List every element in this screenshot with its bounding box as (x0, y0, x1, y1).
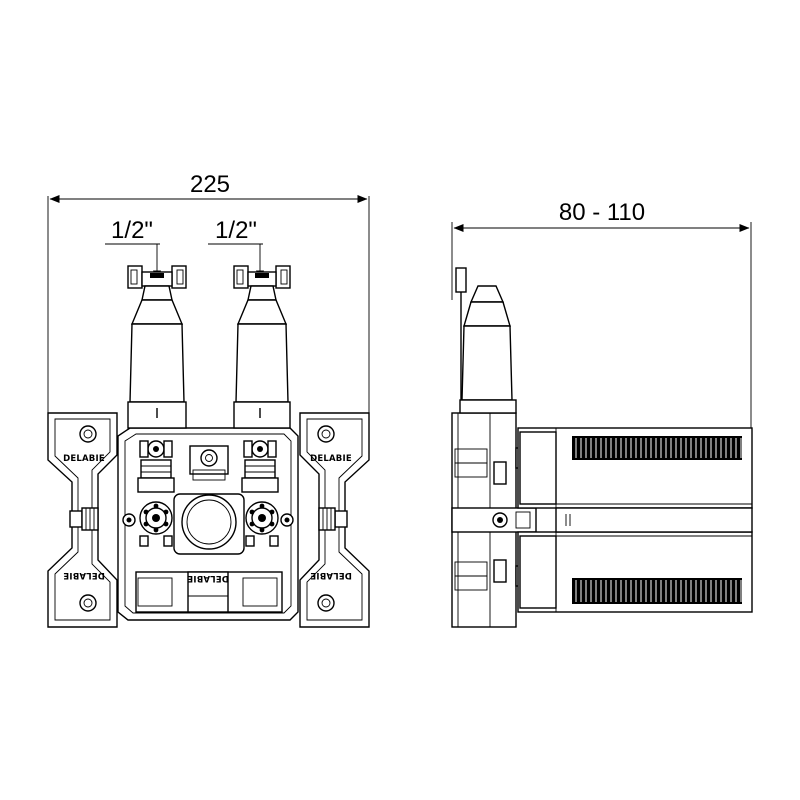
right-stop-valve (245, 501, 294, 547)
width-dimension: 225 (47, 171, 370, 416)
inlet-left-callout: 1/2" (105, 217, 161, 281)
left-stop-valve (122, 501, 173, 547)
inlet-left-label: 1/2" (111, 217, 153, 244)
sleeve-joint (555, 507, 753, 533)
brand-label-bottom-right: DELABIE (310, 570, 352, 580)
brand-label-top-right: DELABIE (310, 454, 352, 464)
mixing-chamber (173, 493, 245, 555)
brand-label-center: DELABIE (187, 573, 229, 583)
width-label: 225 (190, 171, 230, 198)
front-view: 225 1/2" 1/2" DELABIE DELABIE (47, 171, 370, 628)
depth-label: 80 - 110 (559, 199, 645, 226)
inlet-couplings (137, 440, 279, 493)
side-cartridge (455, 267, 517, 414)
depth-dimension: 80 - 110 (451, 199, 752, 430)
side-pipe (451, 507, 537, 533)
extension-sleeve-top (517, 427, 753, 509)
inlet-right-label: 1/2" (215, 217, 257, 244)
brand-label-bottom-left: DELABIE (63, 570, 105, 580)
extension-sleeve-bottom (517, 531, 753, 613)
right-valve-cartridge (233, 265, 291, 429)
left-mounting-bracket: DELABIE DELABIE (47, 412, 118, 628)
right-mounting-bracket: DELABIE DELABIE (299, 412, 370, 628)
side-view: 80 - 110 (451, 199, 753, 628)
brand-label-top-left: DELABIE (63, 454, 105, 464)
inlet-right-callout: 1/2" (208, 217, 264, 281)
left-valve-cartridge (127, 265, 187, 429)
